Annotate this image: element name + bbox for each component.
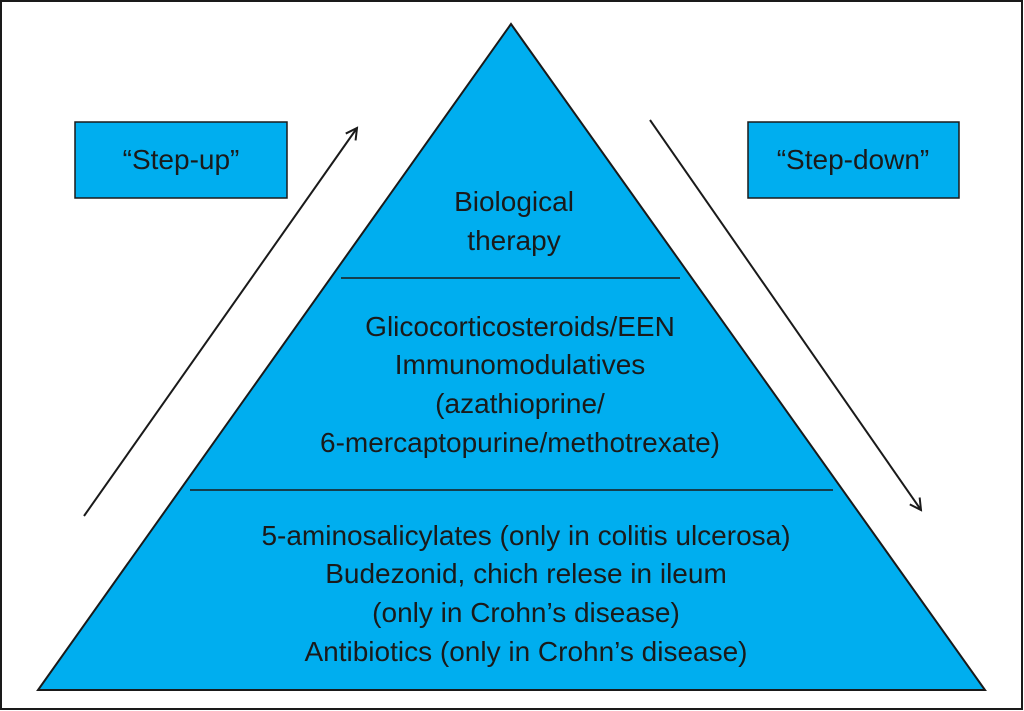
tier-text-line: therapy (467, 225, 560, 256)
tier-text-line: (only in Crohn’s disease) (372, 597, 680, 628)
tier-text-line: 6-mercaptopurine/methotrexate) (320, 427, 720, 458)
step-down-label: “Step-down” (777, 144, 930, 175)
tier-text-line: Glicocorticosteroids/EEN (365, 311, 675, 342)
tier-text-line: Budezonid, chich relese in ileum (325, 558, 727, 589)
step-up-arrow (83, 128, 357, 517)
pyramid (36, 22, 987, 691)
tier-text-line: (azathioprine/ (435, 388, 605, 419)
step-up-label: “Step-up” (123, 144, 240, 175)
tier-steroids-immunomodulators: Glicocorticosteroids/EEN Immunomodulativ… (320, 311, 720, 458)
tier-biological-therapy: Biological therapy (454, 186, 574, 256)
tier-aminosalicylates: 5-aminosalicylates (only in colitis ulce… (261, 520, 790, 667)
step-down-box (747, 121, 960, 199)
tier-text-line: 5-aminosalicylates (only in colitis ulce… (261, 520, 790, 551)
step-down-arrow (649, 119, 921, 510)
step-up-box (74, 121, 288, 199)
tier-text-line: Biological (454, 186, 574, 217)
tier-text-line: Antibiotics (only in Crohn’s disease) (304, 636, 747, 667)
tier-text-line: Immunomodulatives (395, 349, 646, 380)
